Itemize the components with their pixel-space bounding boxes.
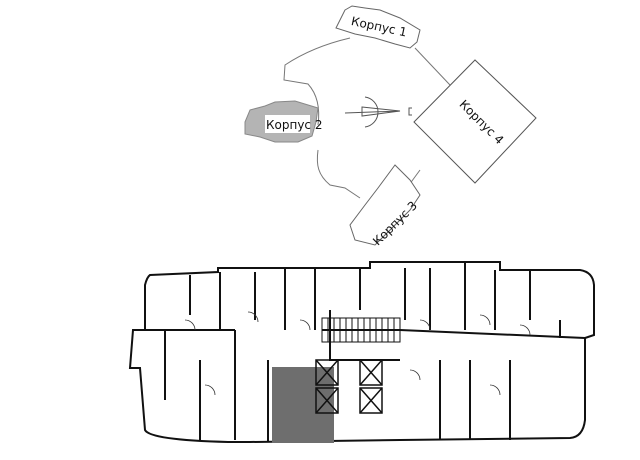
building-korpus-1[interactable]: Корпус 1 bbox=[335, 5, 421, 49]
path-line bbox=[316, 149, 361, 199]
path-line bbox=[283, 37, 351, 126]
building-korpus-4[interactable]: Корпус 4 bbox=[413, 59, 537, 184]
outer-wall bbox=[128, 261, 595, 443]
staircase bbox=[321, 317, 401, 343]
building-label: Корпус 2 bbox=[266, 118, 322, 132]
building-korpus-2[interactable]: Корпус 2 bbox=[244, 100, 322, 143]
elevator-shafts bbox=[315, 359, 383, 414]
compass-icon bbox=[344, 96, 412, 128]
highlighted-apartment[interactable] bbox=[272, 367, 334, 443]
path-line bbox=[414, 47, 451, 86]
